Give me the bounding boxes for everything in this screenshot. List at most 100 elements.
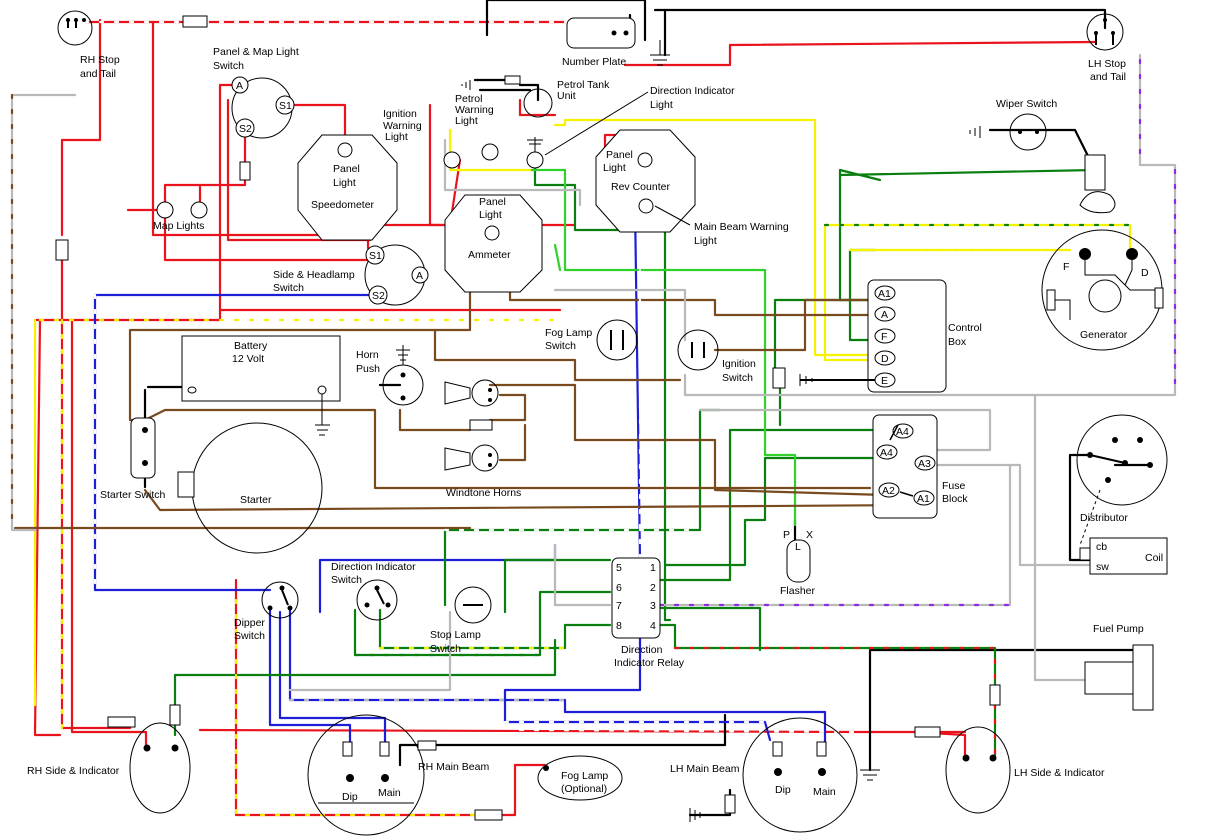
rh-side-resistor — [107, 716, 136, 728]
panel-map-light-switch: A S1 S2 Panel & Map Light Switch — [213, 46, 299, 139]
fuse-block: A4 A4 A3 A2 A1 Fuse Block — [872, 414, 968, 519]
ignition-warning-label-3: Light — [385, 131, 408, 143]
horn-push: Horn Push — [356, 345, 424, 406]
starter-label: Starter — [240, 494, 272, 506]
side-headlamp-switch-label-1: Side & Headlamp — [273, 269, 355, 281]
fog-lamp-resistor — [474, 809, 503, 821]
body-earth — [860, 769, 880, 781]
generator-label: Generator — [1080, 329, 1128, 341]
fuse-term-a2: A2 — [882, 485, 895, 497]
relay-term-4: 4 — [650, 620, 656, 632]
ignition-warning-light: Ignition Warning Light — [383, 108, 461, 169]
windtone-horns-label: Windtone Horns — [446, 487, 521, 499]
direction-indicator-light: Direction Indicator Light — [526, 85, 735, 169]
fuse-term-a3: A3 — [918, 458, 931, 470]
wiper-motor — [1079, 154, 1116, 214]
dipper-switch-label-2: Switch — [234, 630, 265, 642]
fuse-term-a4-top: A4 — [896, 426, 909, 438]
gen-terminal-f: F — [1063, 261, 1069, 273]
control-box-term-d: D — [881, 353, 889, 365]
map-lights: Map Lights — [153, 201, 208, 232]
ammeter-panel-light-label-2: Light — [479, 209, 502, 221]
fuse-block-label-2: Block — [942, 493, 968, 505]
stop-lamp-switch: Stop Lamp Switch — [430, 586, 492, 655]
relay-term-2: 2 — [650, 582, 656, 594]
side-headlamp-switch: S1 A S2 Side & Headlamp Switch — [273, 244, 429, 306]
panel-switch-term-s1: S1 — [279, 100, 292, 112]
rh-side-fuse — [169, 704, 181, 726]
battery-label-1: Battery — [234, 340, 268, 352]
rh-side-indicator-label: RH Side & Indicator — [27, 765, 120, 777]
dipper-switch: Dipper Switch — [234, 581, 299, 642]
fuse-block-label-1: Fuse — [942, 480, 966, 492]
rh-main-beam-lamp: Dip Main RH Main Beam — [307, 714, 489, 836]
fog-lamp-switch-label-1: Fog Lamp — [545, 327, 592, 339]
fuel-pump: Fuel Pump — [1084, 623, 1154, 711]
main-beam-warning-label-1: Main Beam Warning — [694, 221, 789, 233]
fog-lamp-optional: Fog Lamp (Optional) — [537, 755, 623, 801]
rh-side-indicator-lamp: RH Side & Indicator — [27, 722, 191, 814]
gen-terminal-d: D — [1141, 267, 1149, 279]
rh-dip-label: Dip — [342, 791, 358, 803]
dipper-switch-label-1: Dipper — [234, 617, 265, 629]
control-box-term-e: E — [881, 375, 888, 387]
ignition-line-fuse — [772, 367, 786, 389]
lh-main-beam-label: LH Main Beam — [670, 763, 740, 775]
panel-map-switch-label-2: Switch — [213, 60, 244, 72]
direction-indicator-light-label-2: Light — [650, 99, 673, 111]
relay-term-7: 7 — [616, 600, 622, 612]
stop-lamp-switch-label-2: Switch — [430, 643, 461, 655]
ignition-warning-label-1: Ignition — [383, 108, 417, 120]
coil-label: Coil — [1145, 552, 1163, 564]
headlamp-switch-term-a: A — [416, 270, 423, 282]
coil-terminal-cb: cb — [1096, 541, 1107, 553]
wire-harness — [10, 0, 1177, 817]
wiper-switch: Wiper Switch — [969, 98, 1057, 151]
control-box-term-a: A — [881, 309, 888, 321]
ignition-switch: Ignition Switch — [677, 329, 756, 384]
flasher-term-l: L — [795, 541, 801, 553]
flasher-unit: P L X Flasher — [780, 529, 816, 597]
control-box: A1 A F D E Control Box — [867, 279, 982, 393]
number-plate-lamp: Number Plate — [562, 17, 636, 68]
lh-main-beam-lamp: Dip Main LH Main Beam — [670, 717, 858, 833]
rev-panel-light-label-2: Light — [603, 162, 626, 174]
lh-main-label: Main — [813, 786, 836, 798]
number-plate-label: Number Plate — [562, 56, 626, 68]
panel-map-switch-label-1: Panel & Map Light — [213, 46, 299, 58]
fuel-pump-label: Fuel Pump — [1093, 623, 1144, 635]
lh-side-indicator-lamp: LH Side & Indicator — [945, 726, 1105, 814]
rh-tail-resistor — [182, 15, 208, 28]
petrol-tank-label-1: Petrol Tank — [557, 79, 610, 91]
rh-main-beam-label: RH Main Beam — [418, 761, 489, 773]
rh-stop-tail-label-1: RH Stop — [80, 54, 120, 66]
ignition-switch-label-2: Switch — [722, 372, 753, 384]
direction-switch-label-1: Direction Indicator — [331, 561, 416, 573]
lh-stop-tail-label-1: LH Stop — [1088, 58, 1126, 70]
lh-beam-earth — [689, 808, 701, 822]
direction-indicator-relay: 5 6 7 8 1 2 3 4 Direction Indicator Rela… — [611, 557, 685, 669]
earth-symbol-top — [650, 40, 670, 66]
rh-beam-resistor — [417, 740, 437, 751]
rh-stop-tail-label-2: and Tail — [80, 68, 116, 80]
speedometer-label: Speedometer — [311, 199, 375, 211]
distributor: Distributor — [1076, 414, 1168, 546]
fuel-pump-fuse — [989, 684, 1001, 706]
headlamp-switch-term-s1: S1 — [369, 250, 382, 262]
panel-switch-term-a: A — [236, 80, 243, 92]
main-beam-warning-label-2: Light — [694, 235, 717, 247]
fog-lamp-switch-label-2: Switch — [545, 340, 576, 352]
starter-switch-label: Starter Switch — [100, 489, 166, 501]
headlamp-switch-term-s2: S2 — [372, 290, 385, 302]
rev-counter-label: Rev Counter — [611, 181, 670, 193]
speedometer: Panel Light Speedometer — [297, 134, 398, 241]
control-box-earth — [799, 374, 875, 386]
fuse-term-a4: A4 — [880, 447, 893, 459]
petrol-tank-label-2: Unit — [557, 90, 576, 102]
relay-term-8: 8 — [616, 620, 622, 632]
relay-term-5: 5 — [616, 562, 622, 574]
starter-switch: Starter Switch — [100, 417, 166, 501]
control-box-label-1: Control — [948, 322, 982, 334]
direction-switch-label-2: Switch — [331, 574, 362, 586]
relay-term-1: 1 — [650, 562, 656, 574]
